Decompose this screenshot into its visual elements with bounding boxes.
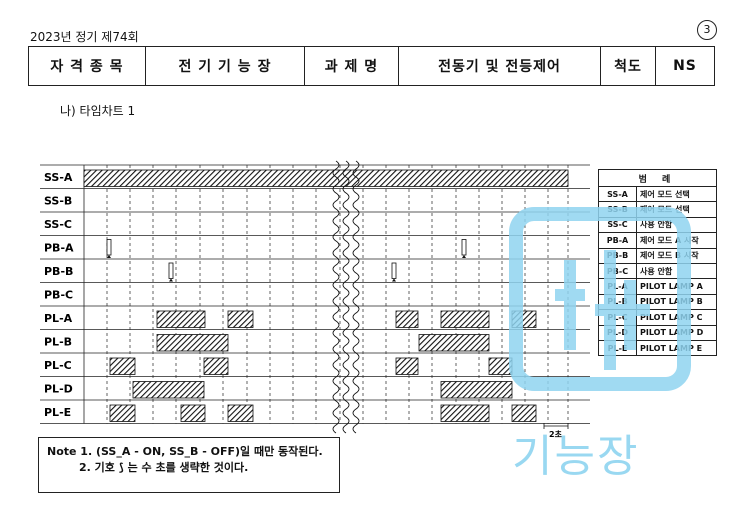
pulse-block: [227, 310, 254, 328]
legend-desc: PILOT LAMP B: [636, 293, 717, 311]
note-line-1: Note 1. (SS_A - ON, SS_B - OFF)일 때만 동작된다…: [47, 445, 323, 458]
break-line: [352, 160, 360, 434]
legend-desc: PILOT LAMP C: [636, 309, 717, 326]
pulse-block: [83, 169, 569, 187]
pulse-block: [227, 404, 254, 422]
page-number-badge: 3: [697, 20, 717, 40]
legend-desc: PILOT LAMP D: [636, 324, 717, 341]
header-cell-scale: 척도: [601, 47, 656, 85]
watermark-logo: [509, 207, 691, 391]
signal-label: PL-C: [44, 359, 72, 372]
button-pulse: [461, 239, 467, 256]
pulse-block: [395, 310, 419, 328]
header-cell-qualification: 자 격 종 목: [29, 47, 146, 85]
legend-title: 범 례: [598, 169, 717, 187]
signal-labels: SS-A SS-B SS-C PB-A PB-B PB-C PL-A PL-B PL-C PL-D…: [44, 171, 74, 419]
pulse-block: [440, 310, 490, 328]
signal-label: PL-D: [44, 383, 73, 396]
pulse-block: [440, 404, 490, 422]
note-line-2: 2. 기호 ⟆ 는 수 초를 생략한 것이다.: [79, 461, 249, 474]
watermark-text: 기능장: [512, 431, 640, 482]
pulse-block: [511, 404, 537, 422]
pulse-block: [418, 334, 490, 352]
header-cell-task-value: 전동기 및 전등제어: [399, 47, 601, 85]
exam-year-label: 2023년 정기 제74회: [30, 30, 139, 44]
header-cell-task: 과 제 명: [305, 47, 399, 85]
legend-desc: 제어 모드 B 시작: [636, 247, 717, 264]
signal-label: PB-C: [44, 289, 73, 302]
legend-desc: PILOT LAMP E: [636, 339, 717, 357]
signal-label: PB-A: [44, 242, 74, 255]
signal-label: SS-B: [44, 195, 72, 208]
legend-desc: 사용 안함: [636, 262, 717, 280]
signal-label: PL-E: [44, 406, 71, 419]
section-subtitle: 나) 타임차트 1: [60, 104, 136, 118]
pulse-block: [109, 404, 136, 422]
button-pulse-arrow: [462, 255, 466, 258]
legend-desc: PILOT LAMP A: [636, 278, 717, 295]
note-box: Note 1. (SS_A - ON, SS_B - OFF)일 때만 동작된다…: [38, 437, 340, 493]
header-cell-scale-value: NS: [673, 58, 697, 74]
pulse-block: [440, 381, 513, 399]
signal-label: PB-B: [44, 265, 73, 278]
pulse-block: [180, 404, 206, 422]
pulse-block: [132, 381, 205, 399]
button-pulse-arrow: [392, 278, 396, 282]
info-header-table: 자 격 종 목 전 기 기 능 장 과 제 명 전동기 및 전등제어 척도 NS: [28, 46, 715, 86]
signal-pulses: [83, 169, 569, 422]
time-unit-label: 2초: [549, 430, 563, 439]
header-cell-qualification-value: 전 기 기 능 장: [146, 47, 305, 85]
signal-label: SS-C: [44, 218, 72, 231]
button-pulse: [106, 239, 112, 256]
pulse-block: [156, 310, 206, 328]
timing-grid: [40, 164, 590, 424]
signal-label: SS-A: [44, 171, 73, 184]
pulse-block: [156, 334, 229, 352]
pulse-block: [203, 357, 229, 375]
button-pulse: [168, 262, 174, 279]
time-unit-marker: 2초: [543, 423, 569, 439]
signal-label: PL-B: [44, 336, 72, 349]
pulse-block: [395, 357, 419, 375]
button-pulse-arrow: [107, 255, 111, 258]
button-pulse: [391, 262, 397, 279]
signal-label: PL-A: [44, 312, 73, 325]
break-line: [342, 160, 350, 434]
pulse-block: [109, 357, 136, 375]
button-pulse-arrow: [169, 278, 173, 282]
break-line: [332, 160, 340, 434]
time-break-symbols: [332, 160, 360, 434]
